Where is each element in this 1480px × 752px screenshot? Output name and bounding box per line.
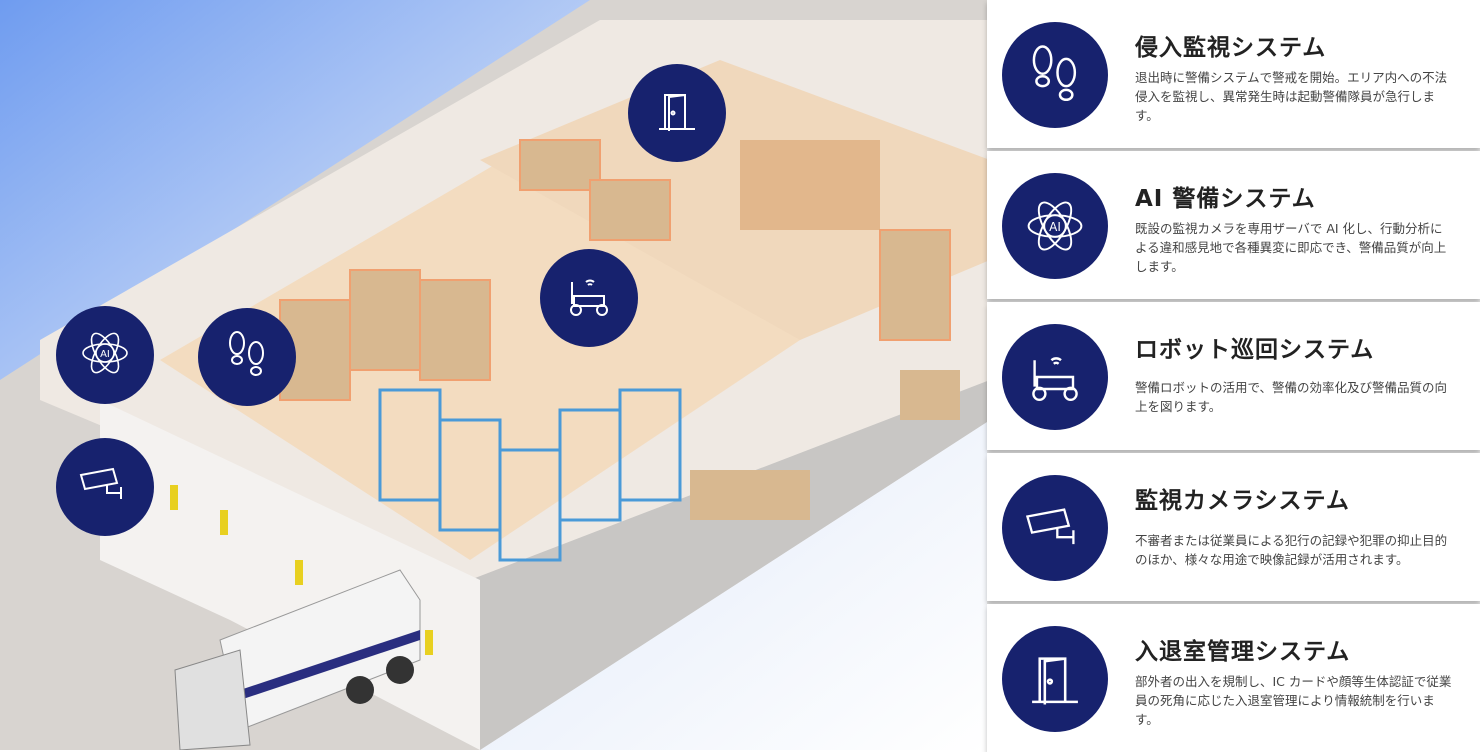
system-description: 退出時に警備システムで警戒を開始。エリア内への不法侵入を監視し、異常発生時は起動… (1135, 70, 1448, 123)
system-card-intrusion: 侵入監視システム 退出時に警備システムで警戒を開始。エリア内への不法侵入を監視し… (987, 0, 1480, 148)
system-title: 監視カメラシステム (1135, 488, 1350, 514)
system-description: 警備ロボットの活用で、警備の効率化及び警備品質の向上を図ります。 (1135, 380, 1448, 414)
system-description: 部外者の出入を規制し、IC カードや顔等生体認証で従業員の死角に応じた入退室管理… (1135, 674, 1452, 727)
door-icon (655, 89, 699, 137)
system-card-ai: AI AI 警備システム 既設の監視カメラを専用ザーバで AI 化し、行動分析に… (987, 151, 1480, 299)
robot-icon (564, 274, 614, 322)
map-marker-ai[interactable]: AI (56, 306, 154, 404)
truck (174, 569, 421, 750)
map-marker-camera[interactable] (56, 438, 154, 536)
map-marker-door[interactable] (628, 64, 726, 162)
system-card-access: 入退室管理システム 部外者の出入を規制し、IC カードや顔等生体認証で従業員の死… (987, 604, 1480, 752)
system-title: 侵入監視システム (1135, 35, 1327, 61)
ai-atom-icon: AI (1002, 173, 1108, 279)
ai-atom-icon: AI (80, 328, 130, 382)
robot-icon (1002, 324, 1108, 430)
systems-panel: 侵入監視システム 退出時に警備システムで警戒を開始。エリア内への不法侵入を監視し… (987, 0, 1480, 752)
warehouse-illustration (0, 0, 990, 750)
camera-icon (77, 465, 133, 509)
ai-icon-label: AI (1049, 220, 1061, 234)
system-description: 不審者または従業員による犯行の記録や犯罪の抑止目的のほか、様々な用途で映像記録が… (1135, 533, 1448, 567)
system-title: AI 警備システム (1135, 186, 1316, 212)
system-card-camera: 監視カメラシステム 不審者または従業員による犯行の記録や犯罪の抑止目的のほか、様… (987, 453, 1480, 601)
system-title: ロボット巡回システム (1135, 337, 1375, 363)
system-description: 既設の監視カメラを専用ザーバで AI 化し、行動分析による違和感見地で各種異変に… (1135, 221, 1447, 274)
system-title: 入退室管理システム (1135, 639, 1351, 665)
camera-icon (1002, 475, 1108, 581)
door-icon (1002, 626, 1108, 732)
svg-text:AI: AI (100, 349, 110, 360)
map-marker-robot[interactable] (540, 249, 638, 347)
footprints-icon (1002, 22, 1108, 128)
map-marker-footprints[interactable] (198, 308, 296, 406)
footprints-icon (225, 330, 269, 384)
system-card-robot: ロボット巡回システム 警備ロボットの活用で、警備の効率化及び警備品質の向上を図り… (987, 302, 1480, 450)
